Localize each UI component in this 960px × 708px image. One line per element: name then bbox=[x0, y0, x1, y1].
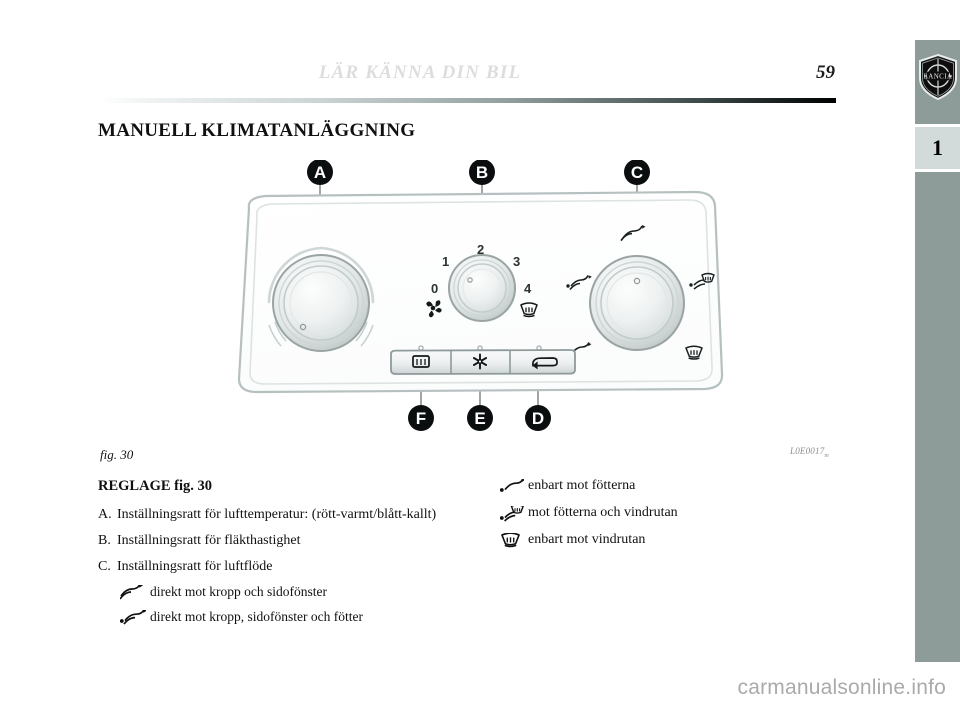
svg-text:A: A bbox=[314, 163, 326, 182]
vent-windscreen-only-icon bbox=[500, 532, 528, 550]
control-text-a: Inställningsratt för lufttemperatur: (rö… bbox=[117, 507, 437, 522]
controls-legend-column: REGLAGE fig. 30 A. Inställningsratt för … bbox=[98, 478, 488, 634]
vent-body-side-windows-feet-icon bbox=[120, 609, 150, 626]
running-header-title: LÄR KÄNNA DIN BIL bbox=[318, 62, 522, 83]
windscreen-defrost-icon-b bbox=[520, 302, 538, 318]
vent-feet-windscreen-icon bbox=[689, 272, 715, 290]
airflow-option-windscreen-only: enbart mot vindrutan bbox=[500, 532, 830, 550]
airflow-option-windscreen-only-text: enbart mot vindrutan bbox=[528, 532, 646, 547]
sidebar-logo-segment: LANCIA bbox=[915, 40, 960, 124]
airflow-option-body-side-text: direkt mot kropp och sidofönster bbox=[150, 584, 327, 600]
distribution-icons bbox=[566, 225, 715, 360]
control-key-a: A. bbox=[98, 507, 112, 522]
ac-snowflake-icon[interactable] bbox=[472, 353, 488, 370]
chapter-number: 1 bbox=[932, 135, 943, 160]
rear-defrost-icon[interactable] bbox=[412, 355, 430, 368]
fan-scale-3: 3 bbox=[513, 254, 520, 269]
vent-feet-only-icon bbox=[500, 478, 528, 496]
site-watermark: carmanualsonline.info bbox=[737, 676, 946, 699]
callout-d: D bbox=[525, 405, 551, 431]
fan-scale-0: 0 bbox=[431, 281, 438, 296]
svg-text:F: F bbox=[416, 409, 426, 428]
fan-scale-2: 2 bbox=[477, 242, 484, 257]
airflow-option-feet-windscreen-text: mot fötterna och vindrutan bbox=[528, 505, 678, 520]
control-item-c: C. Inställningsratt för luftflöde bbox=[98, 558, 488, 575]
lancia-logo: LANCIA bbox=[915, 54, 960, 100]
control-key-b: B. bbox=[98, 533, 111, 549]
svg-text:B: B bbox=[476, 163, 488, 182]
svg-text:D: D bbox=[532, 409, 544, 428]
climate-control-figure: 0 1 2 3 4 bbox=[225, 160, 735, 435]
control-item-b: B. Inställningsratt för fläkthastighet bbox=[98, 532, 488, 549]
callout-b: B bbox=[469, 160, 495, 185]
svg-text:C: C bbox=[631, 163, 643, 182]
fan-speed-scale: 0 1 2 3 4 bbox=[431, 242, 532, 296]
controls-legend-title: REGLAGE fig. 30 bbox=[98, 478, 212, 494]
temperature-knob-indicator bbox=[299, 323, 307, 331]
lancia-logo-text: LANCIA bbox=[923, 72, 952, 80]
callout-e: E bbox=[467, 405, 493, 431]
control-text-c: Inställningsratt för luftflöde bbox=[117, 559, 273, 575]
figure-code: L0E0017m bbox=[790, 446, 829, 459]
callout-a: A bbox=[307, 160, 333, 185]
svg-text:E: E bbox=[474, 409, 485, 428]
chapter-tab[interactable]: 1 bbox=[915, 127, 960, 169]
fan-scale-1: 1 bbox=[442, 254, 449, 269]
control-item-a: A. Inställningsratt för lufttemperatur: … bbox=[98, 506, 488, 523]
fan-speed-knob[interactable] bbox=[448, 254, 516, 322]
page-number: 59 bbox=[816, 62, 835, 83]
airflow-option-feet-windscreen: mot fötterna och vindrutan bbox=[500, 505, 830, 523]
temperature-knob[interactable] bbox=[267, 246, 375, 352]
vent-body-side-windows-icon bbox=[120, 584, 150, 601]
airflow-option-body-side: direkt mot kropp och sidofönster bbox=[120, 584, 488, 601]
lancia-shield-icon: LANCIA bbox=[918, 54, 957, 100]
fan-scale-4: 4 bbox=[524, 281, 532, 296]
airflow-option-body-side-feet-text: direkt mot kropp, sidofönster och fötter bbox=[150, 609, 363, 625]
section-heading: MANUELL KLIMATANLÄGGNING bbox=[98, 120, 416, 141]
distribution-knob-indicator bbox=[633, 277, 641, 285]
control-key-c: C. bbox=[98, 559, 111, 575]
sidebar-body-segment bbox=[915, 172, 960, 662]
figure-code-text: L0E0017 bbox=[790, 446, 825, 456]
airflow-option-feet-only: enbart mot fötterna bbox=[500, 478, 830, 496]
control-text-b: Inställningsratt för fläkthastighet bbox=[117, 533, 301, 549]
figure-caption: fig. 30 bbox=[100, 447, 134, 462]
callout-f: F bbox=[408, 405, 434, 431]
vent-body-icon bbox=[620, 225, 646, 242]
air-distribution-knob[interactable] bbox=[589, 255, 685, 351]
airflow-option-body-side-feet: direkt mot kropp, sidofönster och fötter bbox=[120, 609, 488, 626]
button-bar bbox=[390, 345, 576, 375]
airflow-legend-column: enbart mot fötterna mot fötterna och vin… bbox=[500, 478, 830, 559]
vent-body-side-windows-icon bbox=[566, 275, 592, 291]
blower-fan-icon bbox=[426, 300, 442, 318]
header-rule bbox=[98, 98, 836, 103]
callout-badges: A B C F E D bbox=[307, 160, 650, 431]
callout-c: C bbox=[624, 160, 650, 185]
airflow-option-feet-only-text: enbart mot fötterna bbox=[528, 478, 636, 493]
fan-knob-indicator bbox=[467, 277, 473, 283]
vent-feet-windscreen-icon bbox=[500, 505, 528, 523]
vent-windscreen-only-icon bbox=[685, 345, 703, 360]
chapter-sidebar: LANCIA 1 bbox=[908, 40, 960, 662]
figure-code-suffix: m bbox=[824, 452, 829, 459]
recirculation-icon[interactable] bbox=[532, 357, 558, 370]
temperature-scale-arcs bbox=[267, 246, 375, 304]
